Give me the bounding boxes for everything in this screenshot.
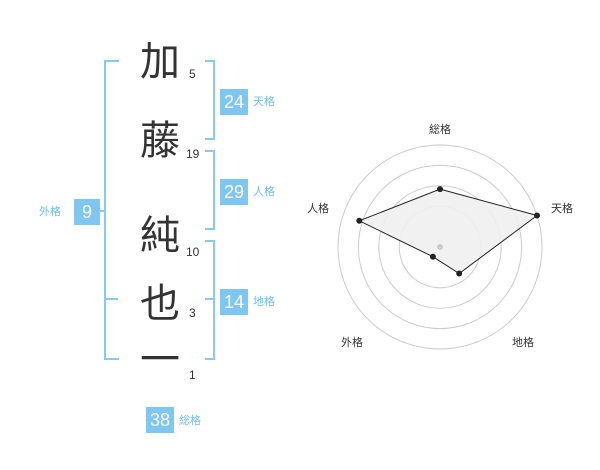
chikaku-label: 地格 [253, 295, 275, 308]
radar-point-3 [456, 270, 463, 277]
stroke-count-5: 1 [189, 368, 196, 382]
jinkaku-badge: 29 [220, 179, 248, 205]
radar-ring-3 [378, 185, 502, 309]
jinkaku-bracket [205, 150, 215, 230]
radar-axis-label-chikaku: 地格 [512, 336, 534, 349]
radar-point-2 [534, 212, 540, 219]
radar-point-4 [429, 253, 436, 260]
name-char-4: 也 [140, 281, 180, 327]
radar-axis-label-soukaku: 総格 [429, 123, 451, 136]
radar-axis-label-gaikaku: 外格 [341, 336, 363, 349]
gaikaku-label: 外格 [39, 205, 61, 218]
jinkaku-label: 人格 [253, 185, 275, 198]
stroke-count-1: 5 [189, 67, 196, 81]
radar-points [356, 186, 540, 277]
radar-point-1 [437, 186, 443, 193]
soukaku-label: 総格 [179, 414, 201, 427]
radar-center-dot [437, 244, 443, 250]
radar-axis-label-tenkaku: 天格 [551, 202, 573, 215]
stroke-count-3: 10 [186, 245, 200, 259]
radar-axis-label-jinkaku: 人格 [307, 202, 329, 215]
name-char-2: 藤 [140, 118, 180, 164]
tenkaku-bracket [205, 60, 215, 140]
radar-point-5 [356, 217, 363, 224]
name-char-5: 一 [140, 337, 180, 383]
stroke-count-2: 19 [186, 147, 200, 161]
name-char-3: 純 [140, 213, 180, 259]
gaikaku-badge: 9 [74, 199, 100, 225]
stroke-count-4: 3 [189, 306, 196, 320]
radar-ring-1 [337, 144, 543, 350]
name-char-1: 加 [140, 39, 180, 85]
soukaku-badge: 38 [146, 407, 174, 433]
radar-polygon [358, 188, 539, 275]
chikaku-badge: 14 [220, 289, 248, 315]
tenkaku-label: 天格 [253, 95, 275, 108]
tenkaku-badge: 24 [220, 89, 248, 115]
radar-ring-2 [357, 164, 523, 330]
